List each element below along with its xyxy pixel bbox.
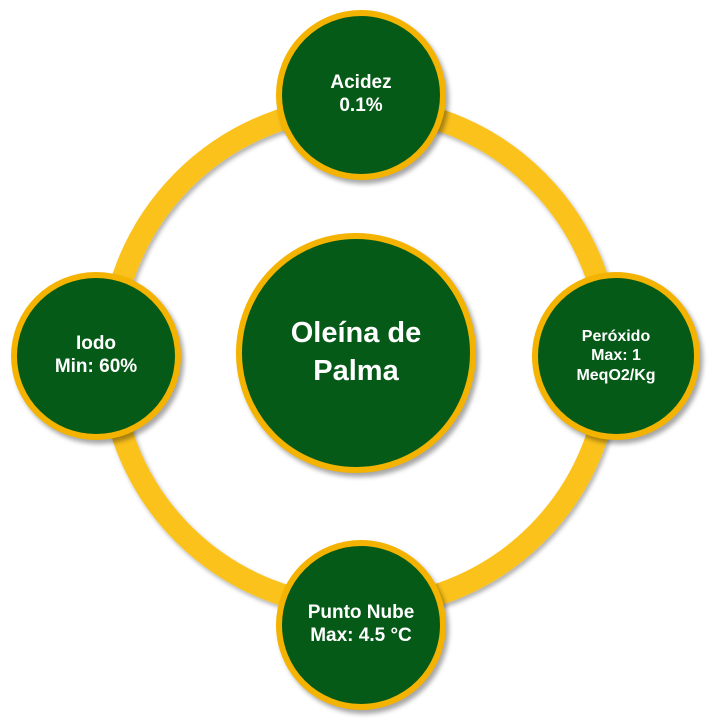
node-acidez-value: 0.1% — [339, 95, 383, 116]
node-peroxido: Peróxido Max: 1 MeqO2/Kg — [532, 272, 700, 440]
node-iodo-value: Min: 60% — [54, 356, 138, 377]
node-punto-nube-title: Punto Nube — [307, 602, 415, 624]
node-punto-nube-value: Max: 4.5 °C — [310, 625, 412, 646]
node-acidez-title: Acidez — [330, 72, 392, 94]
node-iodo: Iodo Min: 60% — [11, 272, 181, 440]
node-iodo-title: Iodo — [75, 333, 117, 355]
node-peroxido-unit: MeqO2/Kg — [576, 366, 656, 384]
node-acidez: Acidez 0.1% — [276, 10, 446, 180]
node-punto-nube: Punto Nube Max: 4.5 °C — [276, 540, 446, 710]
center-title-line1: Oleína de — [290, 317, 422, 350]
node-peroxido-value: Max: 1 — [591, 347, 641, 365]
center-title-line2: Palma — [313, 355, 399, 387]
node-peroxido-title: Peróxido — [581, 328, 651, 346]
center-node-oleina-de-palma: Oleína de Palma — [236, 233, 476, 473]
